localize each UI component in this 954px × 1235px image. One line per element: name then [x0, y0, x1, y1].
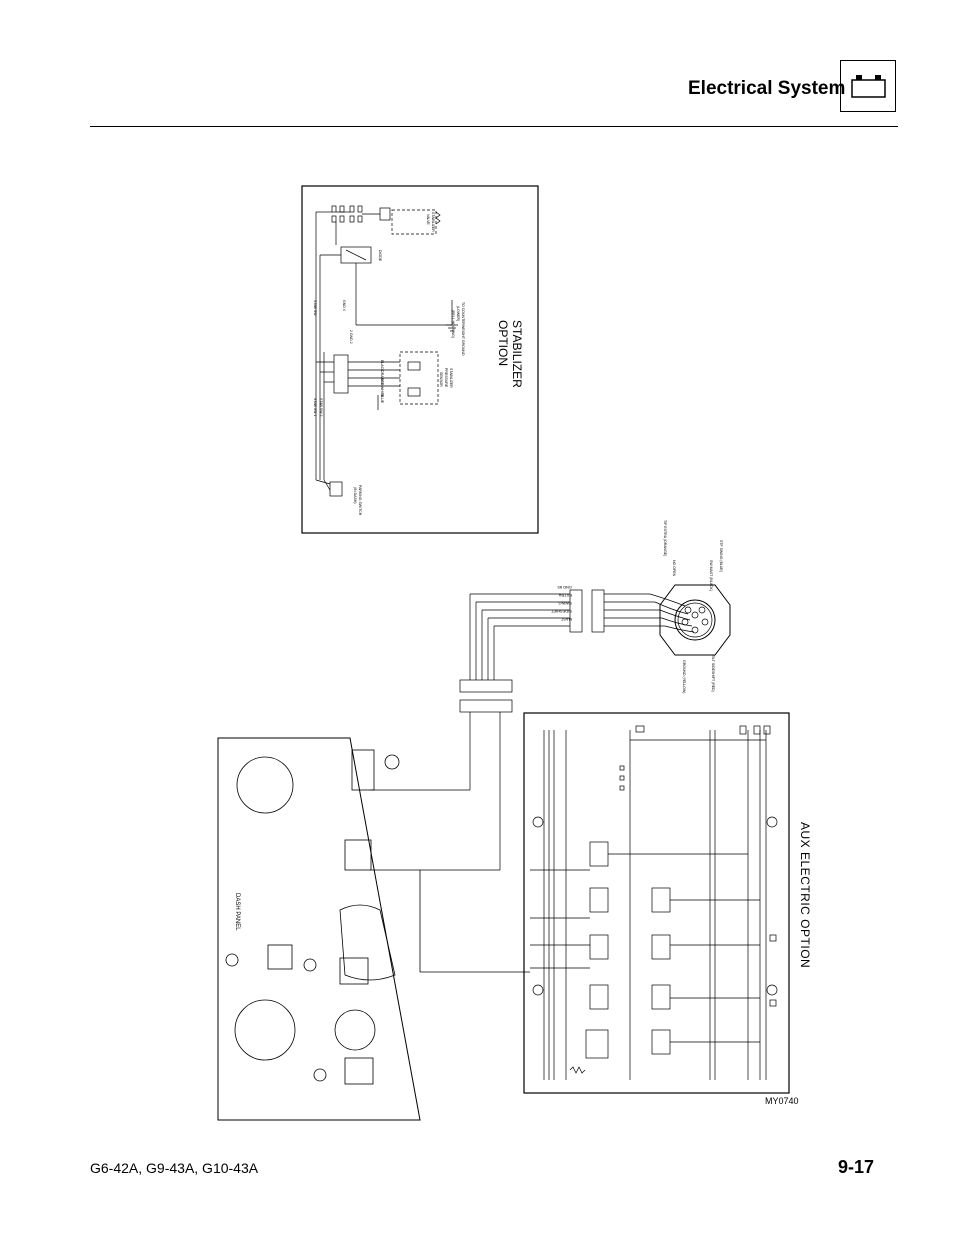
wire-label-swing: SWING	[558, 601, 572, 606]
svg-text:WHITE: WHITE	[380, 386, 384, 398]
svg-text:SENSOR: SENSOR	[439, 372, 443, 387]
svg-text:VALVE: VALVE	[426, 214, 430, 225]
page-number: 9-17	[838, 1157, 875, 1177]
svg-text:BLUE: BLUE	[380, 394, 384, 404]
svg-text:(LOWER): (LOWER)	[456, 306, 460, 321]
wire-label-mast: MAST	[560, 617, 572, 622]
figure-code: MY0740	[765, 1096, 799, 1106]
aux-electric-option-title: AUX ELECTRIC OPTION	[798, 822, 812, 969]
svg-text:(BELL HOUSING): (BELL HOUSING)	[451, 310, 455, 338]
dash-panel	[217, 737, 500, 1121]
footer-models: G6-42A, G9-43A, G10-43A	[90, 1160, 259, 1176]
svg-text:(IN DASH): (IN DASH)	[353, 487, 357, 504]
dash-panel-label: DASH PANEL	[234, 893, 240, 931]
svg-text:NO OPEN: NO OPEN	[672, 560, 676, 577]
svg-text:TILT SIDESHIFT (RED): TILT SIDESHIFT (RED)	[711, 655, 715, 692]
svg-text:DIODE: DIODE	[378, 250, 382, 262]
svg-text:STAB SW 2: STAB SW 2	[319, 398, 323, 416]
joystick-area	[459, 584, 731, 713]
header-rule	[90, 126, 898, 127]
svg-text:GROUND (YELLOW): GROUND (YELLOW)	[682, 660, 686, 693]
wire-label-gnd85: GND 85	[557, 585, 572, 590]
svg-text:TIP EXTRA (ORANGE): TIP EXTRA (ORANGE)	[663, 520, 667, 556]
svg-text:BLACK: BLACK	[380, 360, 384, 372]
svg-text:STAB SW 1: STAB SW 1	[313, 398, 317, 416]
svg-text:ORANGE: ORANGE	[380, 370, 384, 386]
svg-text:PRESSURE: PRESSURE	[444, 368, 448, 388]
svg-text:STABILIZER: STABILIZER	[431, 212, 435, 232]
svg-text:SW MAST (BLACK): SW MAST (BLACK)	[709, 560, 713, 591]
svg-text:STABILIZER: STABILIZER	[449, 368, 453, 388]
svg-text:PARKING SWITCH: PARKING SWITCH	[358, 485, 362, 516]
aux-panel	[420, 712, 790, 1094]
svg-text:STAB SW: STAB SW	[313, 300, 317, 316]
wire-label-extra: EXTRA	[558, 593, 572, 598]
svg-text:2 GND 2: 2 GND 2	[349, 330, 353, 344]
stabilizer-option-title: STABILIZER OPTION	[496, 320, 524, 388]
svg-text:GND 4: GND 4	[342, 300, 346, 311]
stabilizer-panel: TO COUNTERWEIGHT GROUND (LOWER) (BELL HO…	[301, 185, 539, 534]
svg-text:STF SWING (BLUE): STF SWING (BLUE)	[719, 540, 723, 572]
svg-text:TO COUNTERWEIGHT GROUND: TO COUNTERWEIGHT GROUND	[461, 302, 465, 356]
section-title: Electrical System	[688, 78, 846, 99]
wire-label-sideshift: SIDESHIFT	[551, 609, 572, 614]
battery-icon	[840, 60, 896, 112]
svg-text:RED: RED	[380, 378, 384, 386]
